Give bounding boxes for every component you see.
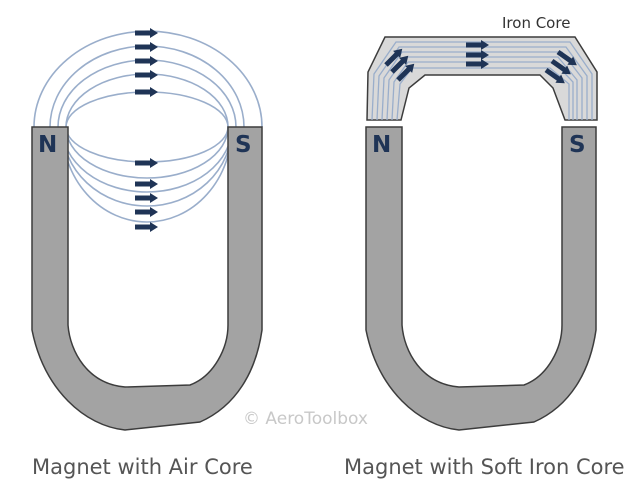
- arrow-icon: [135, 56, 158, 66]
- south-pole-label: S: [569, 132, 586, 158]
- iron-core-label: Iron Core: [502, 14, 571, 32]
- south-pole-label: S: [235, 132, 252, 158]
- arrow-icon: [135, 193, 158, 203]
- iron-core-caption: Magnet with Soft Iron Core: [344, 455, 625, 479]
- arrow-icon: [135, 87, 158, 97]
- arrow-icon: [135, 70, 158, 80]
- air-core-magnet: [31, 126, 263, 431]
- iron-core-magnet: [365, 126, 597, 431]
- arrow-icon: [135, 222, 158, 232]
- arrow-icon: [135, 42, 158, 52]
- iron-core: [366, 36, 598, 121]
- north-pole-label: N: [372, 132, 391, 158]
- arrow-icon: [135, 207, 158, 217]
- arrow-icon: [135, 158, 158, 168]
- north-pole-label: N: [38, 132, 57, 158]
- arrow-icon: [135, 179, 158, 189]
- air-core-caption: Magnet with Air Core: [32, 455, 253, 479]
- arrow-icon: [135, 28, 158, 38]
- watermark: © AeroToolbox: [243, 409, 368, 429]
